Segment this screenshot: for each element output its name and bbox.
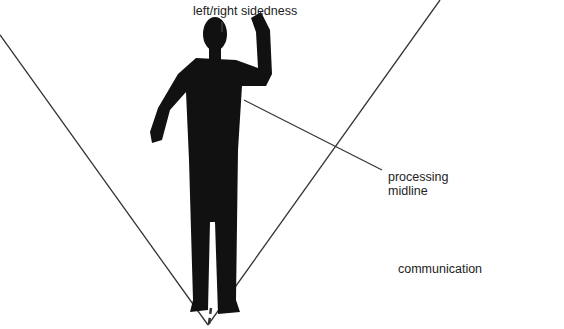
midline-dash-leg — [211, 228, 213, 306]
midline-dash-top — [221, 22, 223, 32]
leader-line — [244, 100, 382, 170]
region-label: communication — [398, 262, 482, 276]
figure-body — [150, 12, 272, 314]
callout-label: processing midline — [388, 170, 460, 198]
midline-dash-bottom — [209, 308, 211, 324]
axis-label: left/right sidedness — [193, 4, 297, 18]
figure-head — [203, 17, 227, 51]
v-right-line — [208, 0, 440, 325]
